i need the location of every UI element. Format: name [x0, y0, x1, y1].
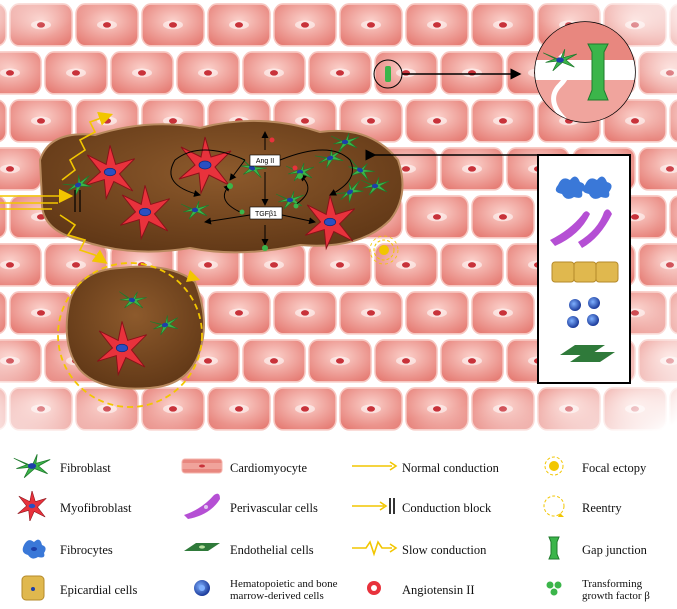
legend-item-perivascular: Perivascular cells: [178, 491, 318, 525]
gap-junction-label: Gap junction: [582, 542, 647, 557]
conduction-paths: [0, 111, 114, 264]
perivascular-label: Perivascular cells: [230, 500, 318, 515]
fibrotic-patch-lower: [65, 265, 205, 390]
tgf-label-line1: Transforming: [582, 578, 643, 590]
epicardial-label: Epicardial cells: [60, 582, 138, 597]
angiotensin-icon: [350, 573, 398, 608]
angiotensin-label: Angiotensin II: [402, 582, 475, 597]
legend-item-epicardial: Epicardial cells: [8, 573, 137, 607]
tgfb1-label: TGFβ1: [255, 211, 277, 218]
hematopoietic-label-line1: Hematopoietic and bone: [230, 578, 338, 590]
ang2-label-box: Ang II: [249, 154, 281, 167]
cardiomyocyte-label: Cardiomyocyte: [230, 460, 308, 475]
cardiomyocyte-icon: [178, 451, 226, 486]
conduction-block-icon: [350, 491, 398, 526]
epicardial-icon: [8, 573, 56, 608]
legend-item-focal-ectopy: Focal ectopy: [530, 451, 646, 485]
focal-ectopy-label: Focal ectopy: [582, 460, 647, 475]
normal-conduction-label: Normal conduction: [402, 460, 499, 475]
legend-item-normal-conduction: Normal conduction: [350, 451, 499, 485]
cell-types-inset: [365, 149, 631, 384]
legend-item-cardiomyocyte: Cardiomyocyte: [178, 451, 307, 485]
tgf-icon: [530, 573, 578, 608]
signal-molecules: [227, 137, 303, 251]
legend-item-gap-junction: Gap junction: [530, 533, 647, 567]
focal-ectopy-icon: [530, 451, 578, 486]
fibrocytes-label: Fibrocytes: [60, 542, 113, 557]
legend-item-myofibroblast: Myofibroblast: [8, 490, 132, 526]
myofibroblast-icon: [8, 490, 56, 526]
hematopoietic-icon: [178, 573, 226, 608]
legend-item-conduction-block: Conduction block: [350, 491, 491, 525]
slow-conduction-label: Slow conduction: [402, 542, 487, 557]
ang2-label: Ang II: [256, 158, 274, 165]
fibroblast-label: Fibroblast: [60, 460, 111, 475]
legend-item-reentry: Reentry: [530, 491, 622, 525]
legend-item-slow-conduction: Slow conduction: [350, 533, 486, 567]
myofibroblast-label: Myofibroblast: [60, 500, 132, 515]
reentry-label: Reentry: [582, 500, 622, 515]
tgf-label-line2: growth factor β: [582, 590, 650, 602]
gap-junction-icon: [530, 533, 578, 568]
slow-conduction-icon: [350, 533, 398, 568]
fibroblast-icon: [8, 451, 56, 486]
perivascular-icon: [178, 491, 226, 526]
reentry-icon: [530, 491, 578, 526]
hematopoietic-label-line2: marrow-derived cells: [230, 590, 324, 602]
tgfb1-label-box: TGFβ1: [249, 206, 283, 220]
endothelial-label: Endothelial cells: [230, 542, 314, 557]
endothelial-icon: [178, 533, 226, 568]
focal-ectopy-marker: [369, 235, 399, 265]
gap-junction-marker: [373, 59, 522, 89]
fibrocytes-icon: [8, 533, 56, 568]
legend-item-fibrocytes: Fibrocytes: [8, 533, 113, 567]
conduction-block-label: Conduction block: [402, 500, 492, 515]
legend-item-angiotensin: Angiotensin II: [350, 573, 475, 607]
reentry-circle: [57, 262, 203, 408]
legend-item-endothelial: Endothelial cells: [178, 533, 314, 567]
legend-item-fibroblast: Fibroblast: [8, 451, 111, 485]
fibrosis-diagram: Ang II TGFβ1: [0, 0, 677, 440]
normal-conduction-icon: [350, 451, 398, 486]
